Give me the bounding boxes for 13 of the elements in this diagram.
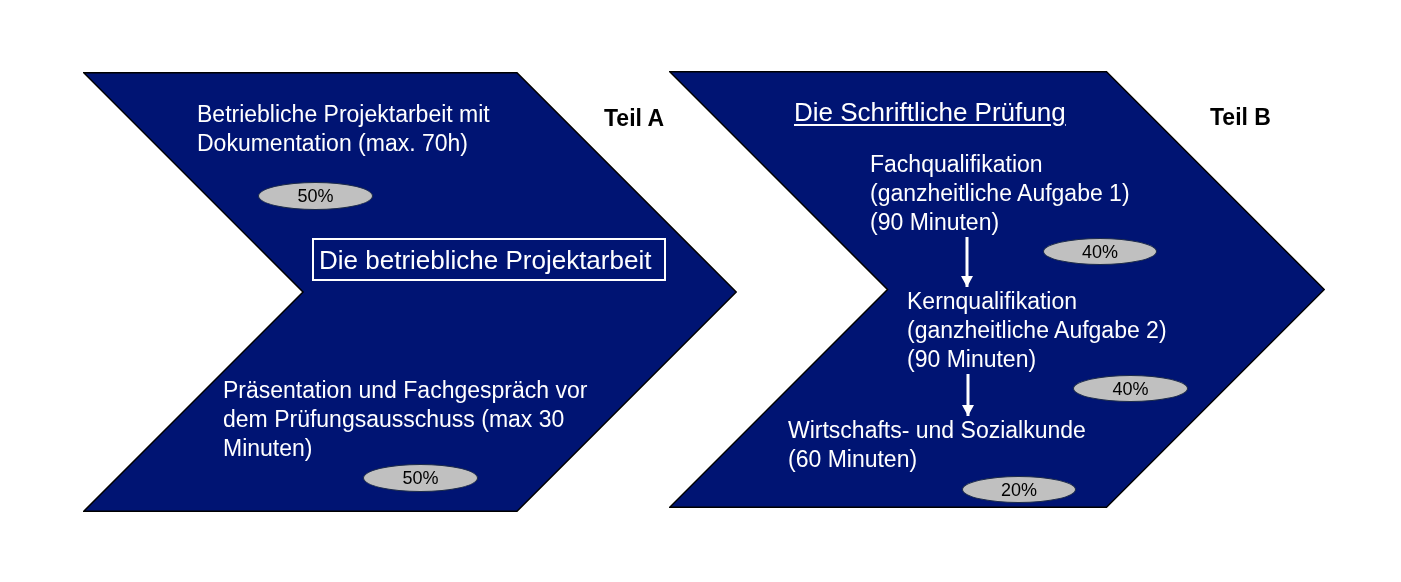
step-text: Wirtschafts- und Sozialkunde (60 Minuten) bbox=[788, 416, 1098, 474]
chevron-shape bbox=[669, 71, 1325, 508]
title-box: Die betriebliche Projektarbeit bbox=[312, 238, 666, 281]
arrow bbox=[961, 237, 973, 287]
step-text: Kernqualifikation (ganzheitliche Aufgabe 2) (90 Minuten) bbox=[907, 287, 1179, 374]
chevron-shape bbox=[83, 72, 737, 512]
section-label: Teil B bbox=[1210, 103, 1271, 132]
section-label: Teil A bbox=[604, 104, 665, 133]
description-text: Betriebliche Projektarbeit mit Dokumentation (max. 70h) bbox=[197, 100, 491, 158]
section-heading: Die Schriftliche Prüfung bbox=[794, 96, 1066, 128]
step-text: Fachqualifikation (ganzheitliche Aufgabe 1) (90 Minuten) bbox=[870, 150, 1142, 237]
description-text: Präsentation und Fachgespräch vor dem Prüfungsausschuss (max 30 Minuten) bbox=[223, 376, 589, 463]
arrow bbox=[962, 374, 974, 416]
